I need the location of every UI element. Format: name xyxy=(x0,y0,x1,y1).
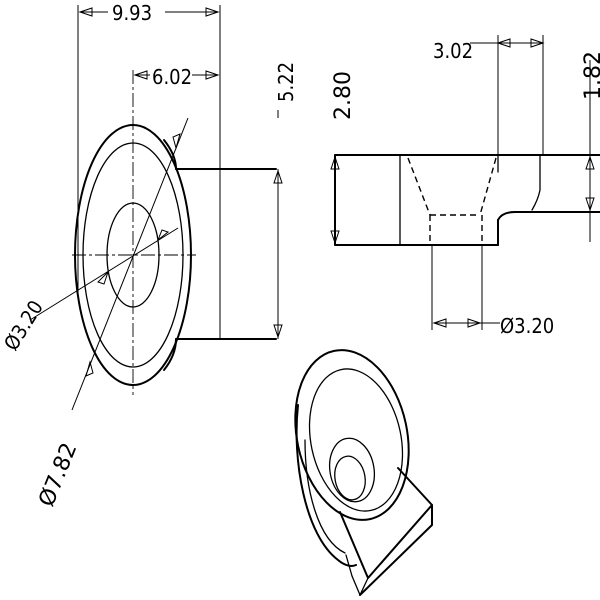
side-inner-curve xyxy=(531,154,541,211)
dim-overall-height: 5.22 xyxy=(274,62,298,102)
dim-hole-leader xyxy=(29,227,179,321)
iso-tab-right xyxy=(359,467,433,596)
dim-center-offset: 6.02 xyxy=(152,65,192,89)
dim-1-82-arrow-bottom xyxy=(585,197,595,212)
iso-tab-front-edge xyxy=(359,577,369,596)
dim-side-hole-diameter: Ø3.20 xyxy=(500,314,554,338)
dim-side-hole-arrow-right xyxy=(467,318,482,328)
dim-outer-arrow-b xyxy=(172,133,181,150)
dim-6-02-arrow-right xyxy=(205,70,220,80)
dim-side-height: 2.80 xyxy=(331,71,356,120)
iso-tab-notch xyxy=(345,554,353,577)
iso-outer-rim xyxy=(294,349,410,521)
dim-6-02-arrow-left xyxy=(133,70,148,80)
side-view: 2.80 3.02 1.82 Ø3.20 xyxy=(330,35,600,338)
dim-2-80-arrow-bottom xyxy=(330,230,340,245)
iso-tab-notch-b xyxy=(351,575,361,596)
side-step-top xyxy=(497,211,600,221)
dim-outer-arrow-a xyxy=(85,360,94,377)
dim-hole-diameter: Ø3.20 xyxy=(0,296,48,355)
dim-3-02-arrow-left xyxy=(496,38,511,48)
dim-outer-diameter: Ø7.82 xyxy=(34,439,82,510)
iso-tab-top xyxy=(339,504,433,579)
dim-9-93-arrow-left xyxy=(78,7,93,17)
dim-3-02-arrow-right xyxy=(530,38,545,48)
isometric-view xyxy=(294,349,433,596)
dim-5-22-arrow-top xyxy=(273,169,283,184)
iso-hole-outer xyxy=(328,437,376,503)
dim-2-80-arrow-top xyxy=(330,155,340,170)
dim-1-82-arrow-top xyxy=(585,155,595,170)
dim-hole-arrow-a xyxy=(97,271,109,285)
top-view: 9.93 6.02 5.22 Ø3.20 Ø7.82 xyxy=(0,1,298,510)
dim-step-height: 1.82 xyxy=(581,51,600,100)
dim-9-93-arrow-right xyxy=(205,7,220,17)
iso-hole-inner xyxy=(334,455,366,501)
dim-hole-arrow-b xyxy=(156,229,170,242)
hidden-countersink-left xyxy=(407,157,431,216)
dim-side-hole-arrow-left xyxy=(432,318,447,328)
dim-outer-leader xyxy=(71,117,189,411)
iso-cup-inner-side xyxy=(304,439,346,554)
dim-overall-width: 9.93 xyxy=(112,1,152,25)
dim-counterbore-width: 3.02 xyxy=(433,39,473,63)
dim-5-22-arrow-bottom xyxy=(273,324,283,339)
hidden-countersink-right xyxy=(479,157,497,216)
tab-bottom-curve xyxy=(163,338,177,371)
iso-inner-rim xyxy=(308,368,404,512)
